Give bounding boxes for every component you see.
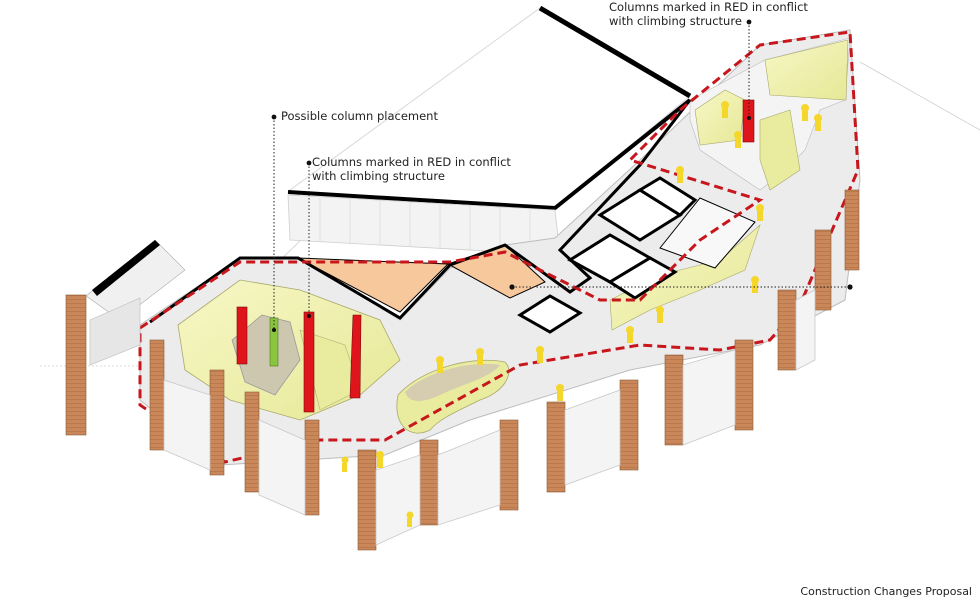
leader-lines <box>273 22 850 330</box>
annotation-possible-column: Possible column placement <box>281 109 438 123</box>
left-wing-block <box>85 239 186 366</box>
climbing-structure-center <box>396 359 510 434</box>
front-glazing <box>163 289 816 546</box>
boundary-dashed <box>138 30 860 464</box>
interior-rooms <box>517 176 698 334</box>
climbing-structure-right <box>609 37 851 331</box>
annotation-line: Columns marked in RED in conflict <box>609 0 808 14</box>
annotation-red-columns-mid: Columns marked in RED in conflict with c… <box>312 155 511 183</box>
climbing-structure-left <box>177 279 401 421</box>
annotation-line: with climbing structure <box>312 169 445 183</box>
annotation-line: Possible column placement <box>281 109 438 123</box>
leader-dots <box>271 19 853 332</box>
conflict-columns <box>236 99 755 413</box>
roof-slab <box>287 5 692 211</box>
annotation-line: Columns marked in RED in conflict <box>312 155 511 169</box>
annotation-line: with climbing structure <box>609 14 742 28</box>
interior-room-open <box>659 197 756 269</box>
human-figures <box>341 101 822 527</box>
possible-column <box>269 317 279 367</box>
inner-outline <box>149 99 692 324</box>
diagram-caption: Construction Changes Proposal <box>800 585 972 598</box>
annotation-red-columns-top: Columns marked in RED in conflict with c… <box>609 0 808 28</box>
